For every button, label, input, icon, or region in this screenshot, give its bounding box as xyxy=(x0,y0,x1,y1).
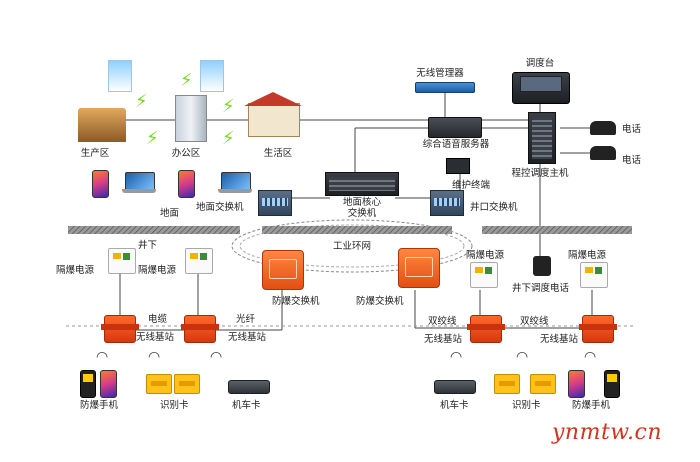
ex-phone-right-label: 防爆手机 xyxy=(572,400,611,411)
twisted-1-label: 双绞线 xyxy=(428,316,457,327)
ex-phone-icon xyxy=(604,370,620,398)
wifi-icon: ◠ xyxy=(584,349,597,365)
lightning-icon: ⚡ xyxy=(146,128,159,149)
office-label: 办公区 xyxy=(171,148,201,159)
living-label: 生活区 xyxy=(263,148,293,159)
psu-3-label: 隔爆电源 xyxy=(466,250,505,261)
card-icon xyxy=(494,374,520,394)
tower-icon xyxy=(108,60,132,92)
ex-switch-icon xyxy=(262,250,304,290)
phone-icon xyxy=(178,170,195,198)
ring-label: 工业环网 xyxy=(332,241,372,252)
watermark: ynmtw.cn xyxy=(552,420,663,445)
lightning-icon: ⚡ xyxy=(135,91,148,112)
rack-icon xyxy=(528,112,556,164)
bs-3-label: 无线基站 xyxy=(424,334,463,345)
lightning-icon: ⚡ xyxy=(222,128,235,149)
bs-4-label: 无线基站 xyxy=(540,334,579,345)
psu-1-label: 隔爆电源 xyxy=(56,265,95,276)
twisted-2-label: 双绞线 xyxy=(520,316,549,327)
lightning-icon: ⚡ xyxy=(180,70,193,91)
wifi-icon: ◠ xyxy=(516,349,529,365)
psu-icon xyxy=(470,262,498,288)
phone-b-label: 电话 xyxy=(622,155,642,166)
maint-terminal-icon xyxy=(446,158,470,174)
psu-icon xyxy=(108,248,136,274)
laptop-icon xyxy=(218,172,252,194)
surface-switch-label: 地面交换机 xyxy=(196,202,244,213)
core-switch-icon xyxy=(325,172,399,196)
wifi-icon: ◠ xyxy=(96,349,109,365)
house-icon xyxy=(248,103,300,137)
surface-label: 地面 xyxy=(160,208,180,219)
wireless-manager-label: 无线管理器 xyxy=(416,68,464,79)
id-card-left-label: 识别卡 xyxy=(160,400,189,411)
voice-server-label: 综合语音服务器 xyxy=(422,139,490,150)
phone-a-label: 电话 xyxy=(622,124,642,135)
card-icon xyxy=(174,374,200,394)
lightning-icon: ⚡ xyxy=(222,96,235,117)
psu-2-label: 隔爆电源 xyxy=(138,265,177,276)
card-icon xyxy=(146,374,172,394)
roof-icon xyxy=(244,92,302,106)
reader-icon xyxy=(434,380,476,394)
base-station-icon xyxy=(579,315,617,343)
ex-phone-left-label: 防爆手机 xyxy=(80,400,119,411)
ex-switch-icon xyxy=(398,248,440,288)
shaft-phone-label: 井下调度电话 xyxy=(512,283,570,294)
base-station-icon xyxy=(181,315,219,343)
shaft-switch-icon xyxy=(430,190,464,216)
fiber-label: 光纤 xyxy=(236,314,256,325)
wifi-icon: ◠ xyxy=(148,349,161,365)
card-icon xyxy=(530,374,556,394)
ex-switch-2-label: 防爆交换机 xyxy=(356,296,404,307)
console-screen xyxy=(520,76,562,92)
bs-1-label: 无线基站 xyxy=(136,332,175,343)
loco-card-right-label: 机车卡 xyxy=(440,400,469,411)
base-station-icon xyxy=(467,315,505,343)
dispatch-host-label: 程控调度主机 xyxy=(511,168,569,179)
id-card-right-label: 识别卡 xyxy=(512,400,541,411)
loco-card-left-label: 机车卡 xyxy=(232,400,261,411)
telephone-icon xyxy=(590,121,616,135)
bs-2-label: 无线基站 xyxy=(228,332,267,343)
production-label: 生产区 xyxy=(80,148,110,159)
wireless-manager-icon xyxy=(415,82,475,93)
factory-icon xyxy=(78,108,126,142)
ex-phone-icon xyxy=(80,370,96,398)
laptop-icon xyxy=(122,172,156,194)
maint-terminal-label: 维护终端 xyxy=(452,180,491,191)
ex-switch-1-label: 防爆交换机 xyxy=(272,296,320,307)
underground-label: 井下 xyxy=(138,240,158,251)
wifi-icon: ◠ xyxy=(210,349,223,365)
psu-icon xyxy=(185,248,213,274)
shaft-phone-icon xyxy=(533,256,551,276)
psu-4-label: 隔爆电源 xyxy=(568,250,607,261)
tower-icon xyxy=(200,60,224,92)
base-station-icon xyxy=(101,315,139,343)
telephone-icon xyxy=(590,146,616,160)
phone-icon xyxy=(100,370,117,398)
psu-icon xyxy=(580,262,608,288)
phone-icon xyxy=(568,370,585,398)
phone-icon xyxy=(92,170,109,198)
core-switch-label: 地面核心 交换机 xyxy=(342,197,382,219)
reader-icon xyxy=(228,380,270,394)
cable-label: 电缆 xyxy=(148,314,168,325)
wifi-icon: ◠ xyxy=(450,349,463,365)
surface-switch-icon xyxy=(258,190,292,216)
building-icon xyxy=(175,95,207,142)
server-icon xyxy=(428,117,482,138)
shaft-switch-label: 井口交换机 xyxy=(470,202,518,213)
dispatch-console-label: 调度台 xyxy=(525,58,555,69)
